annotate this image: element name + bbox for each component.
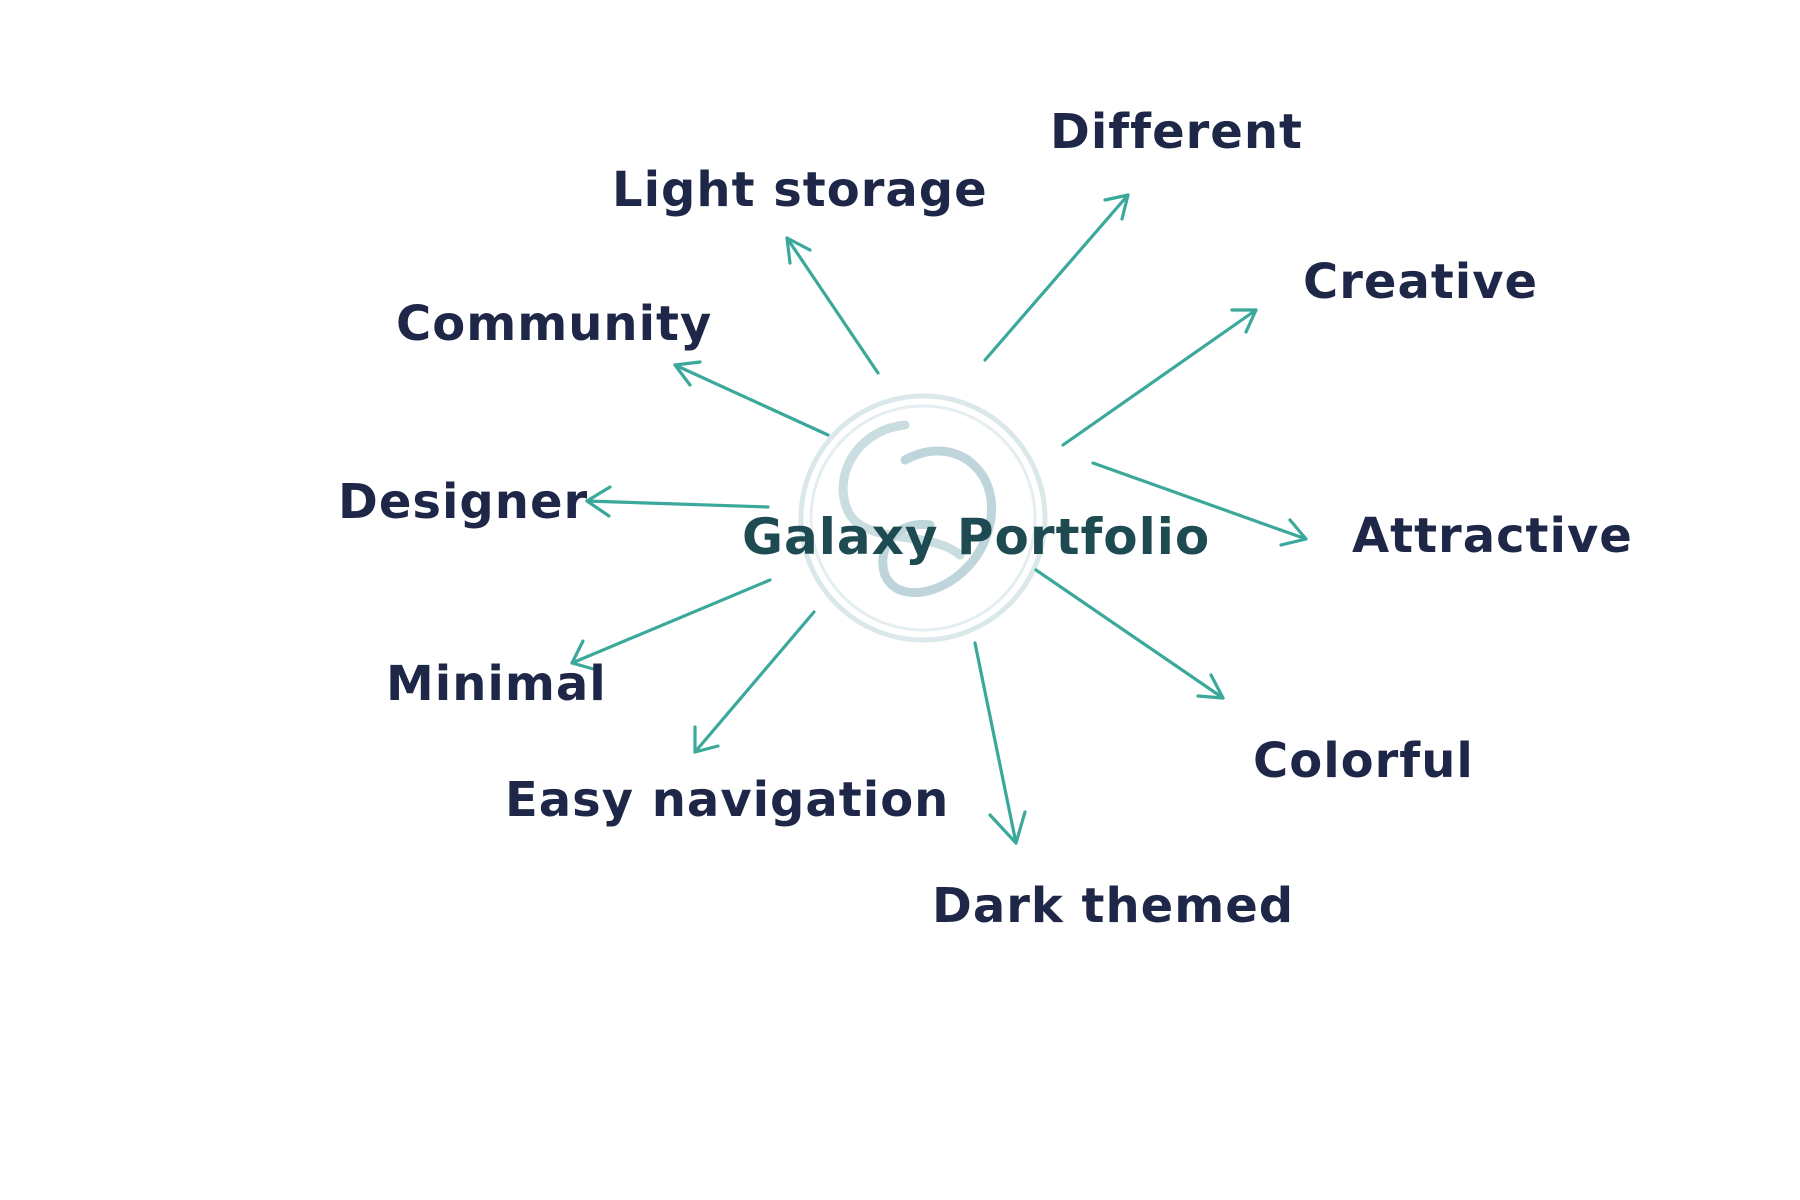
node-label-colorful: Colorful [1253, 733, 1474, 789]
node-label-creative: Creative [1303, 254, 1539, 310]
arrow-group [570, 193, 1308, 845]
node-label-dark-themed: Dark themed [932, 878, 1295, 934]
node-label-easy-navigation: Easy navigation [505, 772, 950, 828]
node-label-light-storage: Light storage [612, 162, 988, 218]
node-label-attractive: Attractive [1352, 508, 1633, 564]
arrow-easy-navigation [693, 610, 816, 754]
arrow-attractive [1091, 461, 1308, 547]
node-label-minimal: Minimal [386, 656, 607, 712]
galaxy-logo-icon [798, 393, 1048, 643]
arrow-colorful [1034, 568, 1225, 700]
arrow-creative [1061, 308, 1258, 447]
arrow-minimal [570, 578, 772, 672]
node-label-designer: Designer [338, 474, 589, 530]
center-topic-label: Galaxy Portfolio [742, 508, 1211, 566]
arrow-different [983, 193, 1130, 362]
arrow-light-storage [785, 236, 880, 375]
arrow-designer [585, 485, 770, 518]
node-label-different: Different [1050, 104, 1303, 160]
node-label-community: Community [396, 296, 713, 352]
arrow-community [673, 360, 830, 437]
arrow-dark-themed [973, 641, 1027, 845]
